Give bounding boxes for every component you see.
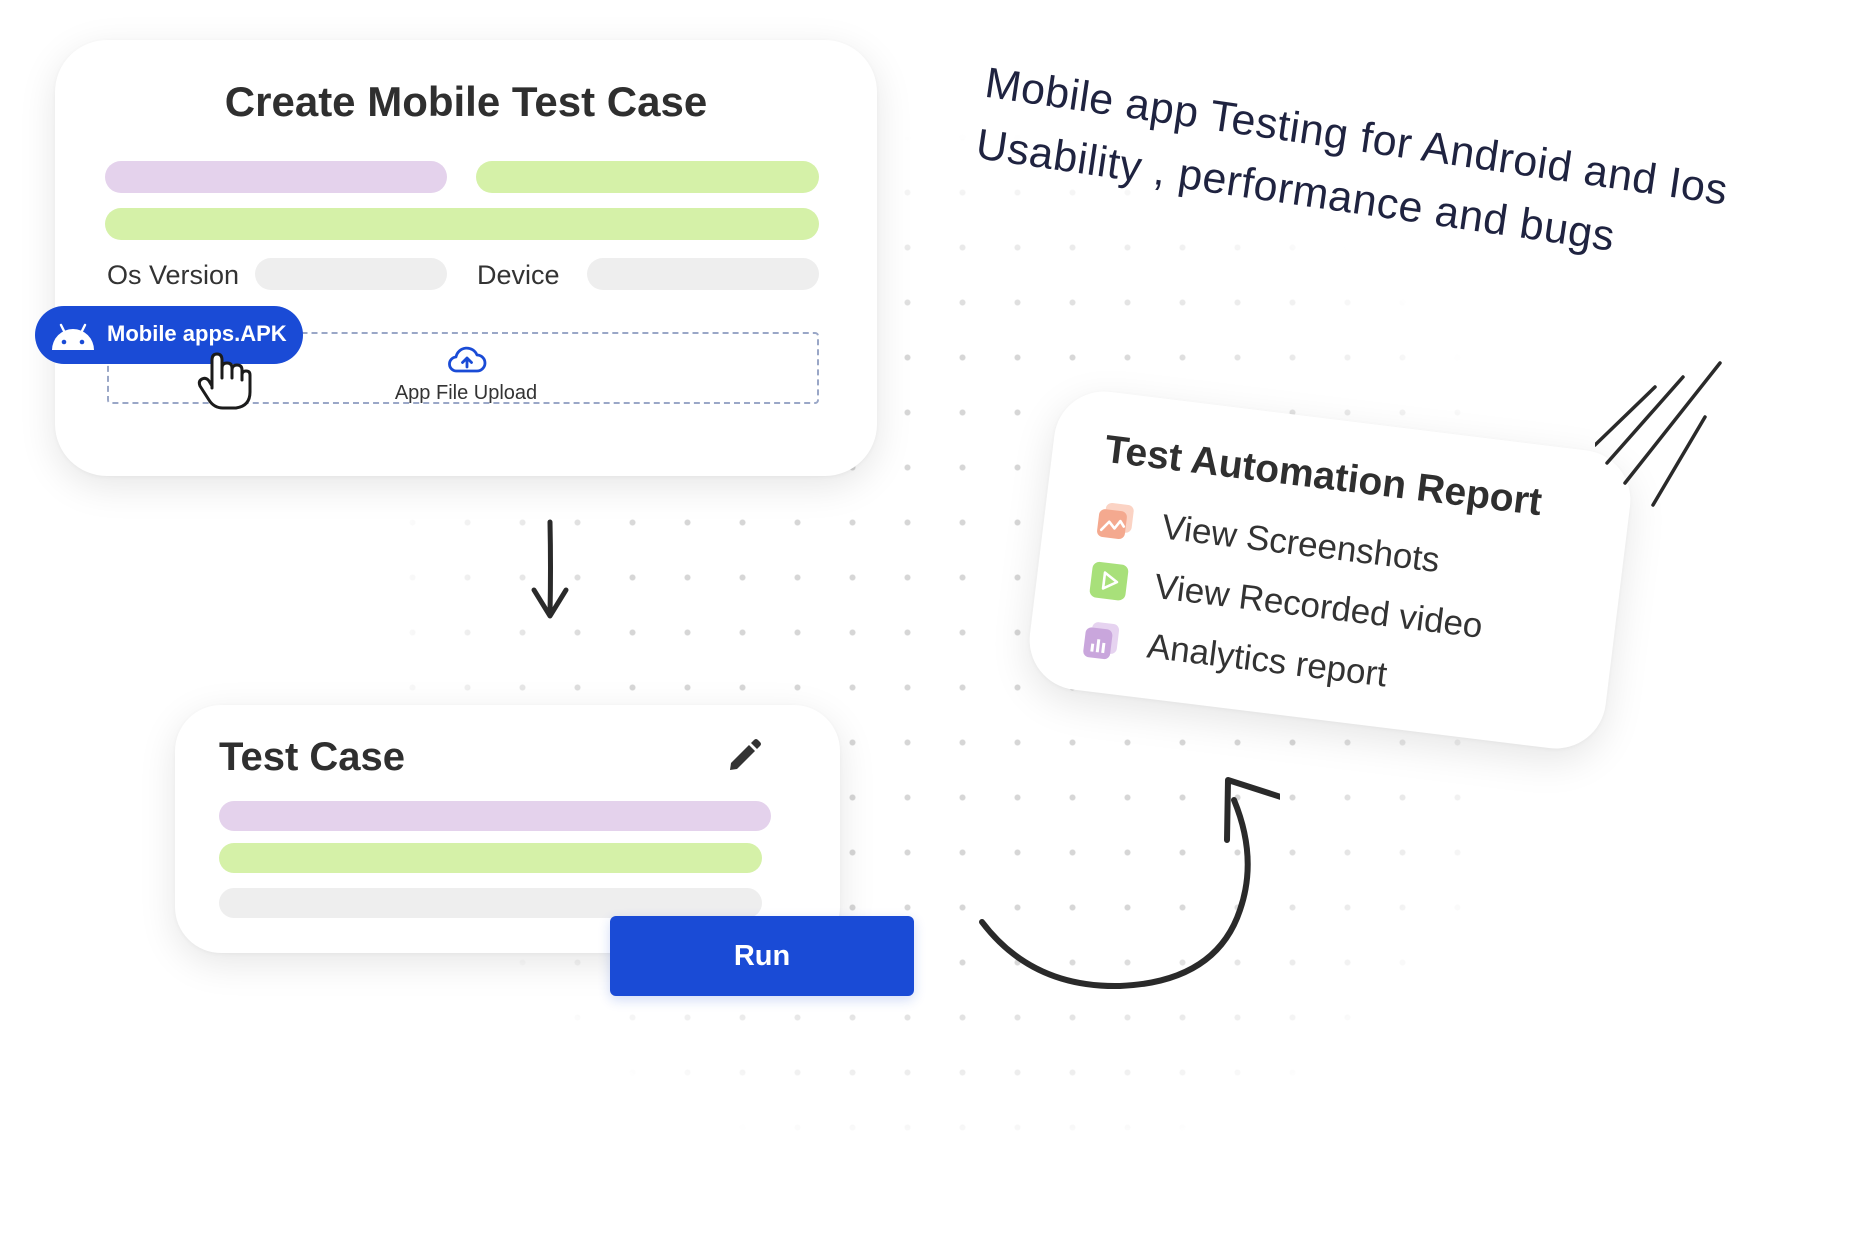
purple-placeholder-bar	[105, 161, 447, 193]
view-screenshots-label: View Screenshots	[1159, 507, 1442, 581]
video-play-icon	[1089, 561, 1129, 601]
cloud-upload-icon	[448, 346, 487, 373]
view-screenshots-item[interactable]: View Screenshots	[1093, 495, 1442, 580]
green-placeholder-bar-wide	[105, 208, 819, 240]
os-version-label: Os Version	[107, 260, 240, 290]
apk-file-name: Mobile apps.APK	[107, 321, 287, 346]
app-file-upload-label: App File Upload	[394, 382, 538, 404]
analytics-icon	[1083, 622, 1120, 660]
android-icon	[52, 323, 94, 350]
purple-placeholder-bar	[219, 801, 771, 831]
app-file-upload-dropzone[interactable]	[107, 332, 819, 404]
grey-placeholder-bar	[219, 888, 762, 918]
device-label: Device	[477, 260, 560, 290]
test-case-title: Test Case	[219, 735, 406, 779]
pencil-icon[interactable]	[725, 737, 763, 775]
run-button[interactable]: Run	[610, 916, 914, 996]
create-test-case-card: Create Mobile Test Case Os Version Devic…	[55, 40, 877, 476]
apk-file-chip[interactable]: Mobile apps.APK	[35, 306, 303, 364]
analytics-report-item[interactable]: Analytics report	[1079, 614, 1389, 695]
hand-cursor-icon	[197, 352, 252, 410]
device-field[interactable]	[587, 258, 819, 290]
test-automation-report-card: Test Automation Report View Screenshots …	[1023, 385, 1637, 755]
analytics-report-label: Analytics report	[1145, 626, 1390, 695]
green-placeholder-bar	[219, 843, 762, 873]
test-case-card: Test Case	[175, 705, 840, 953]
os-version-field[interactable]	[255, 258, 447, 290]
screenshot-icon	[1097, 502, 1134, 540]
curved-arrow-icon	[979, 777, 1280, 990]
down-arrow-icon	[531, 519, 569, 619]
create-card-title: Create Mobile Test Case	[224, 78, 708, 125]
green-placeholder-bar	[476, 161, 819, 193]
speed-lines-decoration	[1595, 361, 1722, 507]
view-recorded-video-item[interactable]: View Recorded video	[1086, 555, 1485, 646]
